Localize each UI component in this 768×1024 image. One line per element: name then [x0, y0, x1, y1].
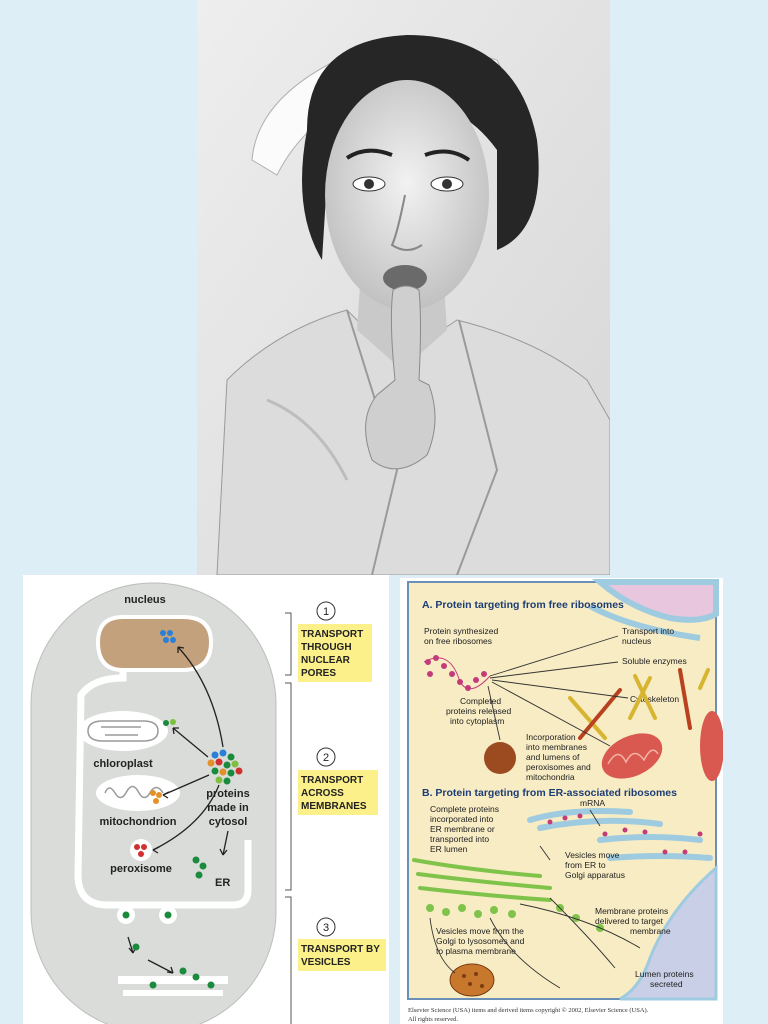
svg-text:All rights reserved.: All rights reserved.: [408, 1016, 458, 1023]
svg-text:from ER to: from ER to: [565, 860, 606, 870]
nucleus: [98, 617, 211, 670]
svg-text:TRANSPORT: TRANSPORT: [301, 629, 363, 640]
lysosome: [450, 964, 494, 996]
svg-text:Completed: Completed: [460, 696, 501, 706]
svg-text:Complete proteins: Complete proteins: [430, 804, 499, 814]
chloroplast-label: chloroplast: [93, 758, 153, 770]
svg-text:ER lumen: ER lumen: [430, 844, 468, 854]
svg-text:1: 1: [323, 606, 329, 618]
protein-targeting-diagram: A. Protein targeting from free ribosomes…: [400, 578, 723, 1024]
svg-text:and lumens of: and lumens of: [526, 752, 580, 762]
svg-text:ER membrane or: ER membrane or: [430, 824, 495, 834]
svg-text:TRANSPORT BY: TRANSPORT BY: [301, 944, 380, 955]
peroxisome: [484, 742, 516, 774]
svg-text:Incorporation: Incorporation: [526, 732, 576, 742]
peroxisome: [130, 839, 152, 861]
svg-text:transported into: transported into: [430, 834, 489, 844]
svg-text:membrane: membrane: [630, 926, 671, 936]
cytosol-proteins-label: proteins made in cytosol: [206, 788, 249, 828]
label-soluble-enzymes: Soluble enzymes: [622, 656, 687, 666]
svg-text:cytosol: cytosol: [209, 816, 248, 828]
svg-text:incorporated into: incorporated into: [430, 814, 494, 824]
svg-text:Transport into: Transport into: [622, 626, 674, 636]
er-label: ER: [215, 877, 230, 889]
label-protein-synthesized: Protein synthesized on free ribosomes: [424, 626, 498, 646]
svg-text:made in: made in: [207, 802, 249, 814]
svg-text:Lumen proteins: Lumen proteins: [635, 969, 694, 979]
nurse-shush-photo: [197, 0, 610, 575]
nucleus-label: nucleus: [124, 594, 166, 606]
svg-text:delivered to target: delivered to target: [595, 916, 664, 926]
svg-text:nucleus: nucleus: [622, 636, 651, 646]
section-b-title: B. Protein targeting from ER-associated …: [422, 787, 677, 799]
svg-text:2: 2: [323, 752, 329, 764]
svg-text:NUCLEAR: NUCLEAR: [301, 655, 351, 666]
svg-text:Protein synthesized: Protein synthesized: [424, 626, 498, 636]
protein-sorting-pathways-diagram: nucleus chloroplast mitochondrion peroxi…: [23, 575, 389, 1024]
svg-text:Golgi apparatus: Golgi apparatus: [565, 870, 625, 880]
svg-text:3: 3: [323, 922, 329, 934]
label-vesicles-golgi: Vesicles move from the Golgi to lysosome…: [436, 926, 525, 956]
svg-text:ACROSS: ACROSS: [301, 788, 344, 799]
svg-text:secreted: secreted: [650, 979, 683, 989]
svg-text:Elsevier Science (USA) items a: Elsevier Science (USA) items and derived…: [408, 1007, 649, 1014]
svg-text:MEMBRANES: MEMBRANES: [301, 801, 367, 812]
svg-text:Vesicles move from the: Vesicles move from the: [436, 926, 524, 936]
svg-text:mitochondria: mitochondria: [526, 772, 575, 782]
svg-text:Vesicles move: Vesicles move: [565, 850, 620, 860]
mitochondrion-label: mitochondrion: [100, 816, 177, 828]
svg-text:proteins released: proteins released: [446, 706, 511, 716]
svg-text:peroxisomes and: peroxisomes and: [526, 762, 591, 772]
peroxisome-label: peroxisome: [110, 863, 172, 875]
svg-text:on free ribosomes: on free ribosomes: [424, 636, 492, 646]
svg-text:VESICLES: VESICLES: [301, 957, 351, 968]
svg-text:into membranes: into membranes: [526, 742, 587, 752]
svg-text:Membrane proteins: Membrane proteins: [595, 906, 668, 916]
svg-text:PORES: PORES: [301, 668, 336, 679]
svg-text:TRANSPORT: TRANSPORT: [301, 775, 363, 786]
section-a-title: A. Protein targeting from free ribosomes: [422, 599, 624, 611]
label-mrna: mRNA: [580, 798, 605, 808]
svg-text:Golgi to lysosomes and: Golgi to lysosomes and: [436, 936, 525, 946]
svg-text:to plasma membrane: to plasma membrane: [436, 946, 516, 956]
svg-text:THROUGH: THROUGH: [301, 642, 352, 653]
